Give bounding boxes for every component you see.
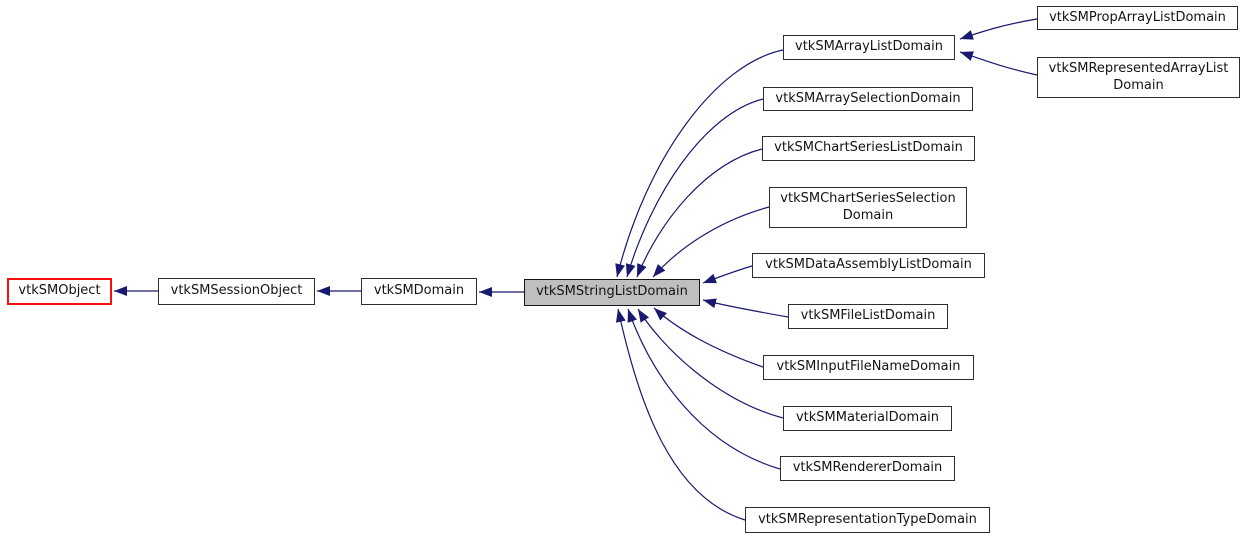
- node-vtksmstringlistdomain[interactable]: vtkSMStringListDomain: [524, 279, 700, 306]
- node-vtksmrendererdomain[interactable]: vtkSMRendererDomain: [780, 456, 955, 481]
- node-vtksmchartseriesselectiondomain[interactable]: vtkSMChartSeriesSelection Domain: [769, 187, 967, 228]
- node-vtksmdataassemblylistdomain[interactable]: vtkSMDataAssemblyListDomain: [752, 253, 985, 278]
- edge-chartserieslist: [636, 148, 763, 278]
- edge-arraylist: [615, 49, 784, 278]
- edge-representationtype: [615, 308, 746, 521]
- node-vtksmproparraylistdomain[interactable]: vtkSMPropArrayListDomain: [1037, 6, 1238, 30]
- node-vtksmfilelistdomain[interactable]: vtkSMFileListDomain: [788, 304, 948, 329]
- node-vtksminputfilenamedomain[interactable]: vtkSMInputFileNameDomain: [763, 355, 974, 380]
- edge-renderer: [627, 308, 781, 470]
- edge-proparraylist: [959, 18, 1038, 40]
- edge-dataassembly: [702, 265, 753, 284]
- edge-filelist: [702, 298, 789, 318]
- node-vtksmsessionobject[interactable]: vtkSMSessionObject: [158, 278, 315, 305]
- node-vtksmarrayselectiondomain[interactable]: vtkSMArraySelectionDomain: [763, 87, 973, 111]
- node-vtksmrepresentedarraylistdomain[interactable]: vtkSMRepresentedArrayList Domain: [1037, 57, 1240, 98]
- edge-arrayselection: [625, 98, 764, 278]
- node-vtksmdomain[interactable]: vtkSMDomain: [361, 278, 477, 305]
- edge-inputfilename: [653, 307, 764, 368]
- edge-chartseriesselection: [652, 206, 770, 278]
- node-vtksmrepresentationtypedomain[interactable]: vtkSMRepresentationTypeDomain: [745, 507, 990, 533]
- node-vtksmmaterialdomain[interactable]: vtkSMMaterialDomain: [783, 406, 952, 431]
- node-vtksmobject[interactable]: vtkSMObject: [7, 278, 112, 305]
- edge-material: [637, 308, 784, 419]
- edge-representedarraylist: [959, 51, 1038, 76]
- node-vtksmarraylistdomain[interactable]: vtkSMArrayListDomain: [783, 35, 955, 60]
- node-vtksmchartserieslistdomain[interactable]: vtkSMChartSeriesListDomain: [762, 136, 975, 161]
